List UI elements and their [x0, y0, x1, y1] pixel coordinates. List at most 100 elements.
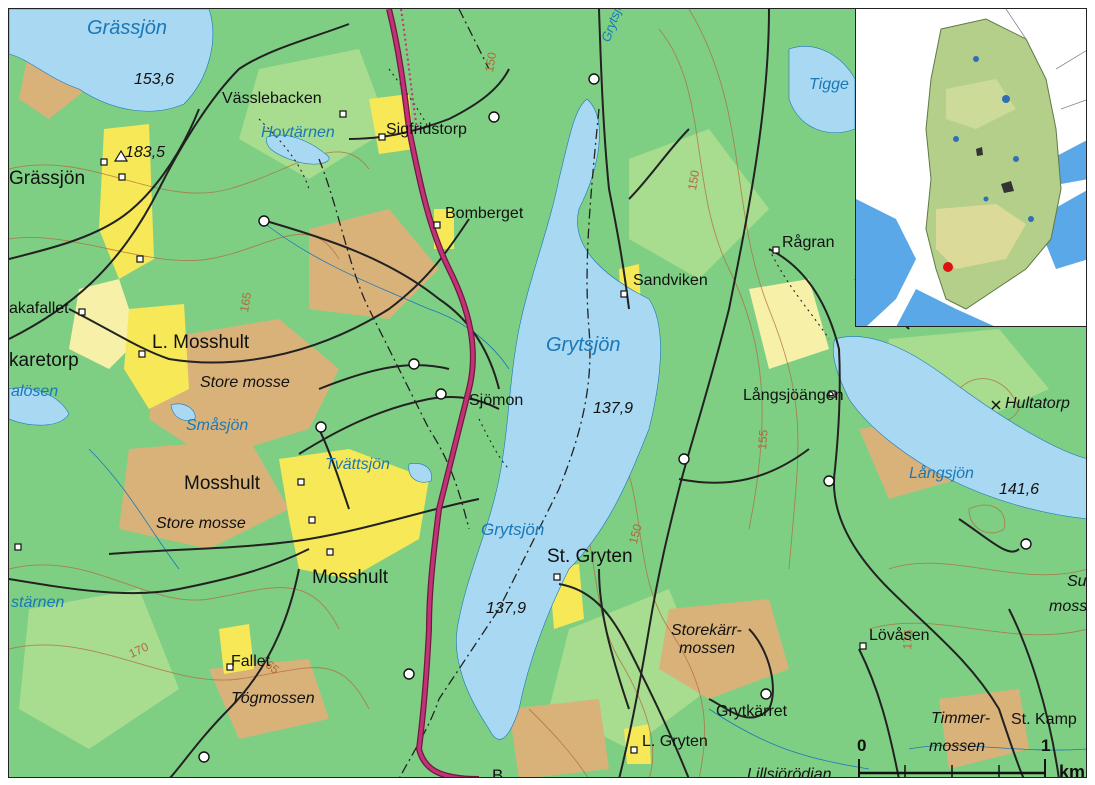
terrain-label-storekarr-2: mossen: [679, 640, 736, 657]
boundary-lines: [318, 9, 600, 777]
settlement-area: [219, 624, 254, 674]
scale-unit-label: km: [1059, 762, 1086, 778]
light-forest-area: [19, 589, 179, 749]
water-label-starnen: stärnen: [11, 594, 65, 611]
contour-label: 150: [685, 169, 703, 192]
marsh-area: [509, 699, 609, 777]
elevation-label: 141,6: [999, 481, 1040, 498]
scale-start-label: 0: [857, 736, 867, 755]
place-label-bomberget: Bomberget: [445, 205, 524, 222]
footpaths: [258, 68, 830, 470]
place-label-karetorp: karetorp: [9, 350, 79, 371]
minor-roads: [9, 9, 1060, 777]
location-marker-icon: [943, 262, 953, 272]
light-forest-area: [629, 129, 769, 279]
terrain-label-storekarr: Storekärr-: [671, 622, 742, 639]
water-label-tvattsjon: Tvättsjön: [325, 456, 390, 473]
inset-field: [946, 79, 1016, 129]
water-label-alosen: alösen: [11, 383, 59, 400]
overview-map-canvas: [856, 9, 1086, 326]
place-label-akafallet: akafallet: [9, 300, 69, 317]
lake-smasjon: [170, 403, 196, 421]
lake-grytsjon: [456, 98, 661, 740]
place-label-sigfridstorp: Sigfridstorp: [386, 121, 467, 138]
settlement-area: [279, 449, 429, 579]
water-label-smasjon: Småsjön: [186, 417, 249, 434]
place-label-sandviken: Sandviken: [633, 272, 708, 289]
place-label-mosshult-north: Mosshult: [184, 473, 261, 494]
place-label-hultatorp: Hultatorp: [1005, 395, 1070, 412]
road-label: B: [492, 766, 504, 778]
place-label-grassjon: Grässjön: [9, 168, 86, 189]
terrain-label-timmer-2: mossen: [929, 738, 986, 755]
elevation-label: 183,5: [125, 144, 166, 161]
main-road: [386, 9, 480, 777]
inset-town: [1001, 181, 1014, 193]
marsh-area: [119, 439, 289, 549]
inset-field: [936, 204, 1026, 269]
inset-lakes: [953, 56, 1034, 222]
lake-langsjon: [832, 336, 1086, 520]
place-label-lovasen: Lövåsen: [869, 627, 930, 644]
water-label-hovtarnen: Hovtärnen: [261, 124, 335, 141]
marsh-area: [149, 319, 339, 459]
marsh-area: [939, 689, 1029, 769]
elevation-label: 137,9: [486, 600, 527, 617]
topographic-map[interactable]: Grässjön Hovtärnen Grytsjön Grytsjön Gry…: [8, 8, 1087, 778]
place-label-st-kamp: St. Kamp: [1011, 711, 1077, 728]
settlement-area: [124, 304, 189, 409]
place-label-l-mosshult: L. Mosshult: [152, 332, 250, 353]
streams: [88, 218, 1086, 770]
place-label-l-gryten: L. Gryten: [642, 733, 708, 750]
place-label-grytkarret: Grytkärret: [716, 703, 788, 720]
settlement-area: [624, 724, 651, 764]
terrain-label-sur-2: moss: [1049, 598, 1087, 615]
place-label-langsjoangen: Långsjöängen: [743, 387, 844, 404]
place-label-mosshult-south: Mosshult: [312, 567, 389, 588]
water-label-grytsjon-main: Grytsjön: [546, 334, 621, 356]
place-label-fallet: Fallet: [231, 653, 271, 670]
terrain-label-sur: Sur: [1067, 573, 1087, 590]
place-label-lillsjorodjan: Lillsjörödjan: [747, 766, 832, 778]
scale-bar: 0 1 km: [849, 736, 1085, 777]
water-label-grassjon: Grässjön: [87, 17, 168, 39]
inset-lake: [1036, 190, 1086, 269]
settlement-area: [99, 124, 154, 279]
elevation-label: 137,9: [593, 400, 634, 417]
lake-tvattsjon: [408, 463, 432, 483]
lake-alosen: [9, 387, 70, 426]
contour-label: 155: [755, 428, 771, 451]
place-label-ragran: Rågran: [782, 234, 835, 251]
terrain-label-timmer: Timmer-: [931, 710, 991, 727]
place-label-vasslebacken: Vässlebacken: [222, 90, 322, 107]
contour-label: 165: [237, 291, 255, 314]
ruin-cross-icon: [991, 400, 1001, 410]
lake-hovtarnen: [266, 134, 330, 165]
marsh-area: [309, 209, 439, 319]
scale-bar-graphic: [858, 759, 1046, 777]
marsh-area: [659, 599, 789, 699]
open-land-area: [69, 279, 139, 369]
water-label-langsjon: Långsjön: [909, 465, 974, 482]
scale-end-label: 1: [1041, 736, 1051, 755]
place-label-st-gryten: St. Gryten: [547, 546, 633, 567]
inset-sea: [896, 289, 994, 326]
point-markers: [198, 73, 1032, 763]
elevation-label: 153,6: [134, 71, 175, 88]
building-markers: [14, 110, 867, 754]
inset-town: [976, 147, 983, 156]
contour-lines: [9, 9, 1086, 777]
terrain-label-store-mosse: Store mosse: [200, 374, 290, 391]
terrain-label-store-mosse: Store mosse: [156, 515, 246, 532]
water-label-tigge: Tigge: [809, 76, 849, 93]
inset-sea: [856, 199, 916, 326]
terrain-label-togmossen: Tögmossen: [231, 690, 315, 707]
contour-label: 150: [482, 51, 500, 74]
water-label-grytsjon-south: Grytsjön: [481, 520, 545, 539]
overview-inset-map: [855, 9, 1086, 327]
summit-triangle-icon: [113, 149, 129, 162]
open-land-area: [749, 279, 829, 369]
place-label-sjomon: Sjömon: [469, 392, 524, 409]
lake-grassjon: [9, 9, 214, 112]
inset-border-line: [1005, 9, 1086, 110]
